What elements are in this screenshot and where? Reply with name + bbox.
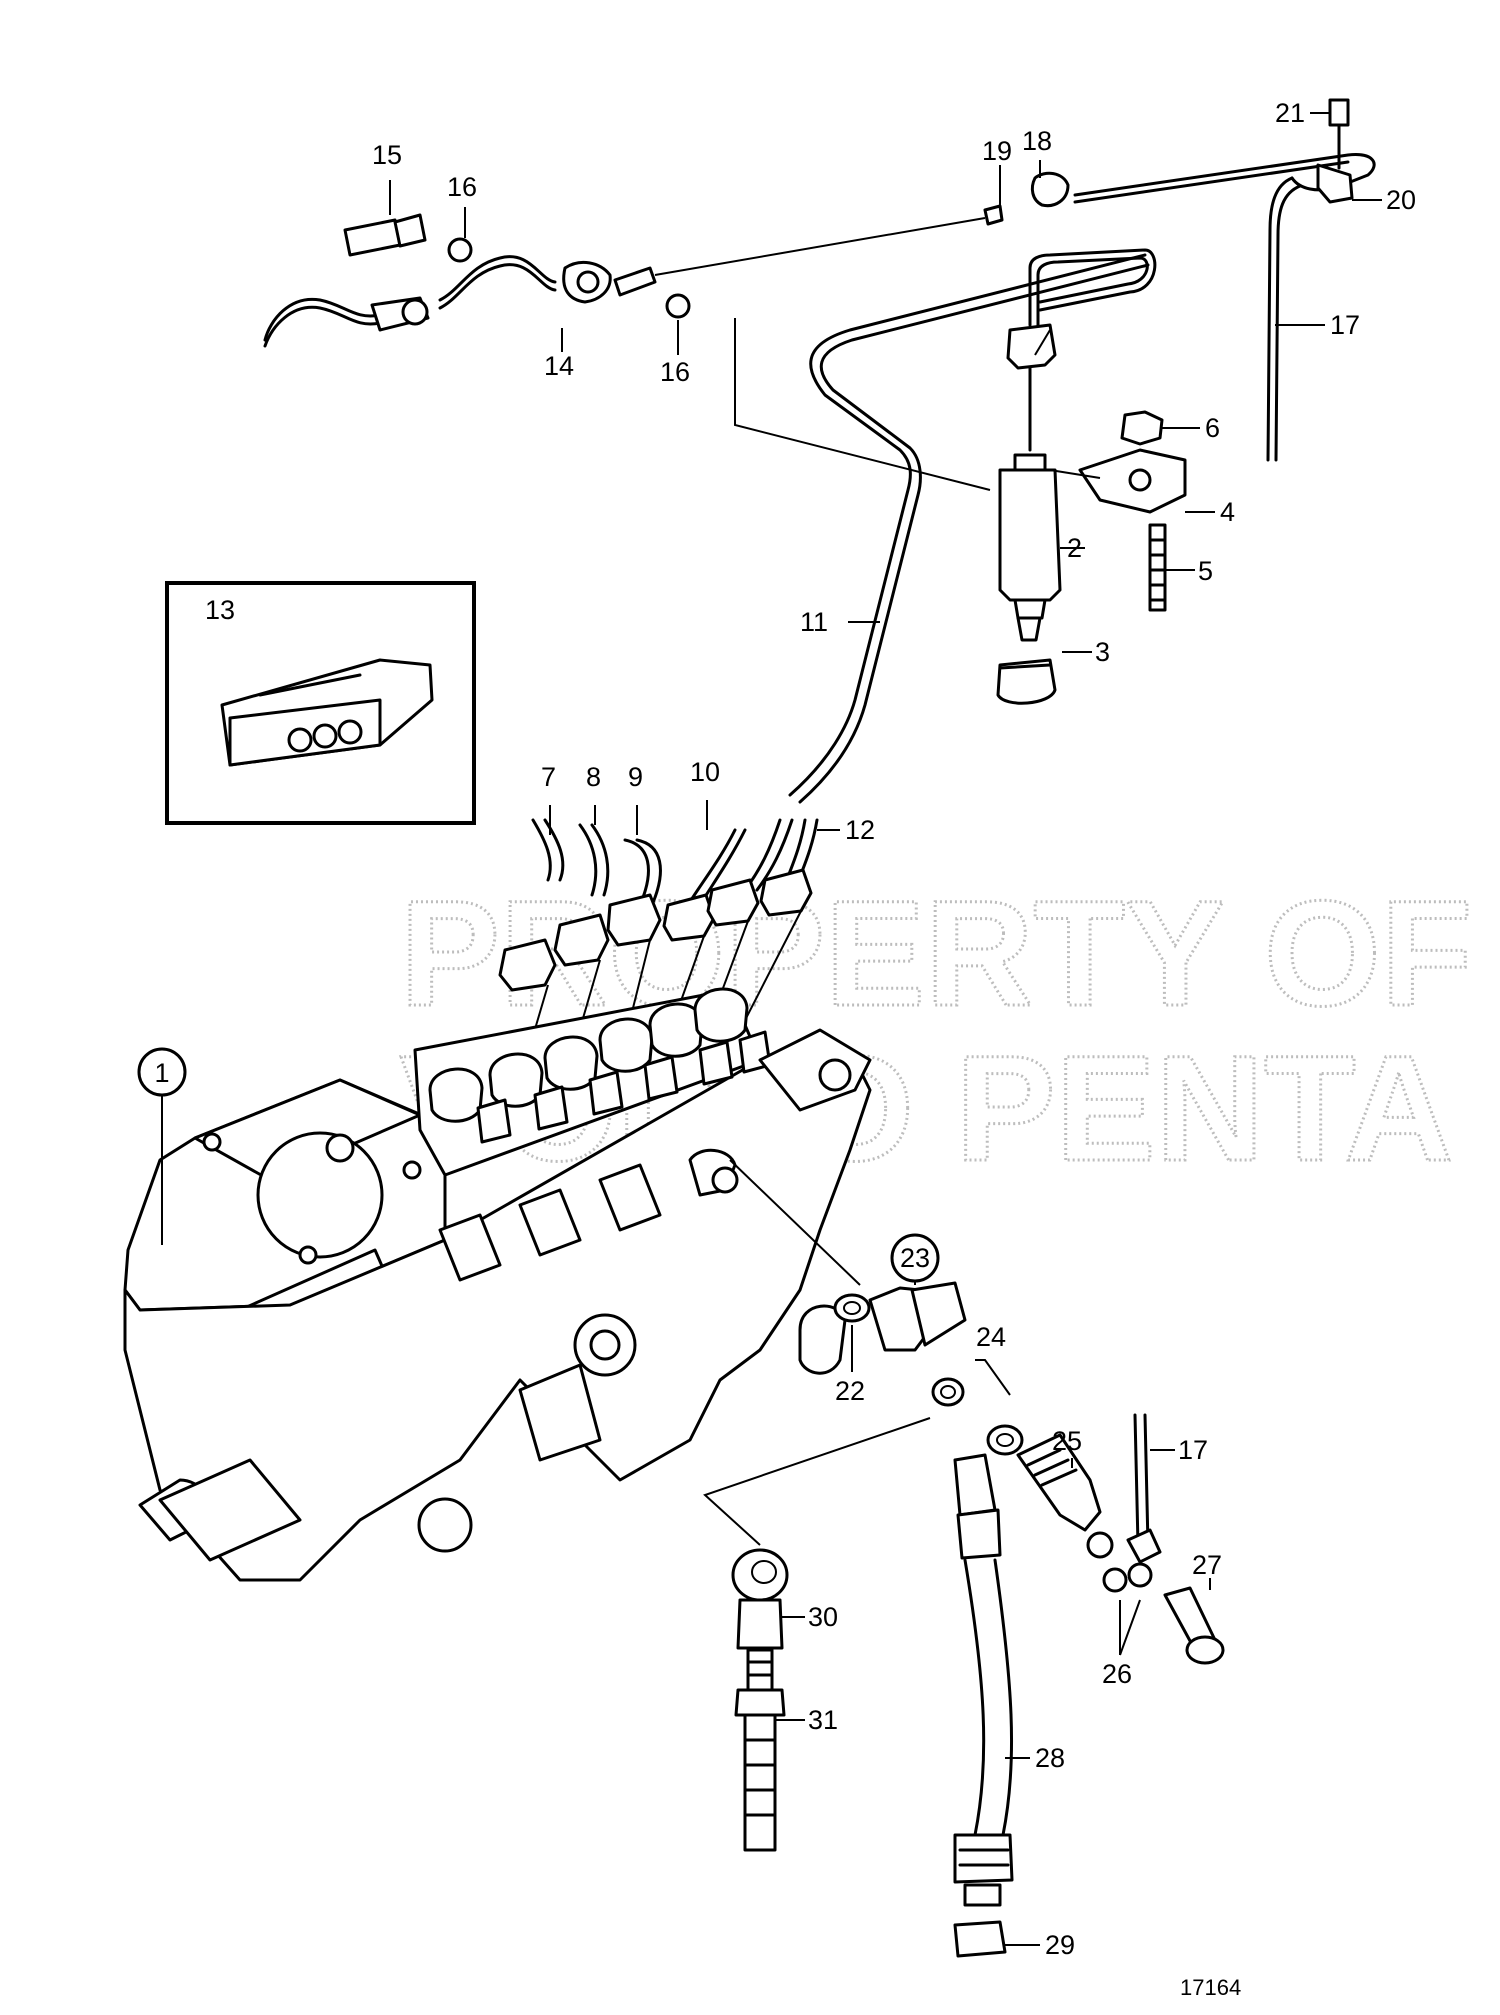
callout-31: 31 — [808, 1705, 838, 1735]
callout-11: 11 — [800, 607, 828, 637]
callout-15: 15 — [372, 140, 402, 170]
callout-18: 18 — [1022, 126, 1052, 156]
callout-17-lower: 17 — [1178, 1435, 1208, 1465]
callout-circle-1 — [137, 1047, 187, 1097]
callout-16-lower: 16 — [660, 357, 690, 387]
callout-4: 4 — [1220, 497, 1235, 527]
leader-lines — [161, 112, 1382, 1946]
hose-28 — [703, 1417, 1014, 1958]
callout-1: 1 — [154, 1058, 169, 1088]
callout-16-upper: 16 — [447, 172, 477, 202]
callout-12: 12 — [845, 815, 875, 845]
callout-14: 14 — [544, 351, 574, 381]
callout-24: 24 — [976, 1322, 1006, 1352]
callout-circle-23 — [890, 1233, 940, 1283]
callout-25: 25 — [1052, 1426, 1082, 1456]
return-line-assembly — [263, 213, 986, 348]
callout-2: 2 — [1067, 533, 1082, 563]
callout-20: 20 — [1386, 185, 1416, 215]
diagram-number: 17164 — [1180, 1975, 1241, 2000]
injection-pump — [123, 987, 872, 1582]
callout-26: 26 — [1102, 1659, 1132, 1689]
callout-7: 7 — [541, 762, 556, 792]
callout-28: 28 — [1035, 1743, 1065, 1773]
callout-17-upper: 17 — [1330, 310, 1360, 340]
callout-labels: 1 2 3 4 5 6 7 8 9 10 11 12 13 14 15 16 1… — [154, 98, 1416, 1960]
banjo-30-nipple-31 — [731, 1548, 789, 1852]
callout-22: 22 — [835, 1376, 865, 1406]
callout-21: 21 — [1275, 98, 1305, 128]
callout-19: 19 — [982, 136, 1012, 166]
callout-10: 10 — [690, 757, 720, 787]
callout-6: 6 — [1205, 413, 1220, 443]
banjo-bolt-assembly — [975, 1359, 1225, 1665]
callout-13: 13 — [205, 595, 235, 625]
callout-9: 9 — [628, 762, 643, 792]
delivery-pipes — [498, 253, 1150, 1081]
leak-off-line — [983, 98, 1376, 462]
callout-29: 29 — [1045, 1930, 1075, 1960]
callout-23: 23 — [900, 1243, 930, 1273]
inset-part-13 — [165, 581, 476, 825]
callout-3: 3 — [1095, 637, 1110, 667]
injector-assembly — [734, 248, 1187, 705]
callout-8: 8 — [586, 762, 601, 792]
callout-5: 5 — [1198, 556, 1213, 586]
callout-27: 27 — [1192, 1550, 1222, 1580]
banjo-fitting-23 — [833, 1281, 1024, 1456]
callout-30: 30 — [808, 1602, 838, 1632]
